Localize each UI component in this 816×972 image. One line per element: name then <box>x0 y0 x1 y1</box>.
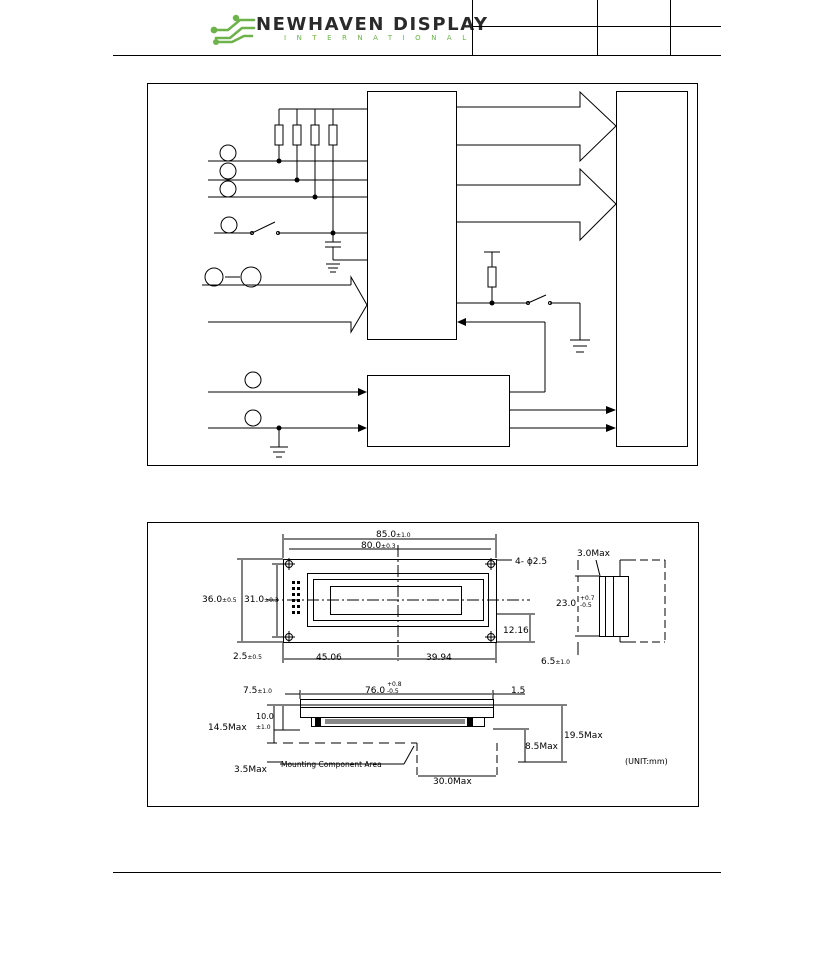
data-arrow-2 <box>457 167 617 242</box>
svg-text:80.0±0.3: 80.0±0.3 <box>361 541 396 551</box>
dim-bottom-left: 3.5Max <box>234 765 268 775</box>
dim-edge-offset-tol: ±0.5 <box>247 654 262 661</box>
svg-text:31.0±0.3: 31.0±0.3 <box>244 595 279 605</box>
svg-text:6.5±1.0: 6.5±1.0 <box>541 657 570 667</box>
dim-side-bottom: 6.5 <box>541 657 555 667</box>
svg-text:85.0±1.0: 85.0±1.0 <box>376 530 411 540</box>
dim-hole-spec: 4- ϕ2.5 <box>515 557 547 567</box>
dim-side-thickness: 3.0Max <box>577 549 611 559</box>
company-subtitle: INTERNATIONAL <box>284 34 477 42</box>
drawing-border <box>147 522 699 807</box>
logo-icon <box>210 14 256 45</box>
dim-front-overall: 19.5Max <box>564 731 603 741</box>
dim-overall-width-tol: ±1.0 <box>396 532 411 539</box>
controller-block <box>367 91 457 340</box>
dim-front-left: 7.5 <box>243 686 257 696</box>
dim-left-to-center: 45.06 <box>316 653 342 663</box>
svg-text:2.5±0.5: 2.5±0.5 <box>233 652 262 662</box>
dim-component-width: 30.0Max <box>433 777 472 787</box>
company-name: NEWHAVEN DISPLAY <box>256 14 489 35</box>
dim-side-height-tol-plus: +0.7 <box>580 595 595 602</box>
dim-front-width: 76.0 <box>365 686 385 696</box>
block-diagram <box>147 83 698 466</box>
dim-hole-pitch-v-tol: ±0.3 <box>264 597 279 604</box>
dim-front-thickness-tol: ±1.0 <box>256 724 271 731</box>
dim-window-offset: 12.16 <box>503 626 529 636</box>
dim-mount-depth: 8.5Max <box>525 742 559 752</box>
dim-hole-pitch-tol: ±0.3 <box>381 543 396 550</box>
dim-front-left-tol: ±1.0 <box>257 688 272 695</box>
dim-hole-pitch-v: 31.0 <box>244 595 264 605</box>
dim-edge-offset: 2.5 <box>233 652 247 662</box>
dim-front-thickness: 10.0 <box>256 712 274 721</box>
dim-unit: (UNIT:mm) <box>625 757 668 766</box>
svg-text:36.0±0.5: 36.0±0.5 <box>202 595 237 605</box>
dim-component-area: Mounting Component Area <box>281 760 382 769</box>
dim-center-to-right: 39.94 <box>426 653 452 663</box>
dim-overall-width: 85.0 <box>376 530 396 540</box>
dim-front-total: 14.5Max <box>208 723 247 733</box>
power-block <box>367 375 510 447</box>
diagram-border <box>147 83 698 466</box>
dim-overall-height-tol: ±0.5 <box>222 597 237 604</box>
display-block <box>616 91 688 447</box>
dim-front-width-tol-plus: +0.8 <box>387 681 402 688</box>
data-arrow-1 <box>457 90 617 163</box>
dim-front-right: 1.5 <box>511 686 525 696</box>
dim-hole-pitch: 80.0 <box>361 541 381 551</box>
footer-rule <box>113 872 721 873</box>
dim-overall-height: 36.0 <box>202 595 222 605</box>
dim-side-bottom-tol: ±1.0 <box>555 659 570 666</box>
dim-side-height-tol-minus: -0.5 <box>580 602 592 609</box>
svg-text:7.5±1.0: 7.5±1.0 <box>243 686 272 696</box>
dim-side-height: 23.0 <box>556 599 576 609</box>
header-frame <box>113 0 721 56</box>
dim-front-width-tol-minus: -0.5 <box>387 688 399 695</box>
